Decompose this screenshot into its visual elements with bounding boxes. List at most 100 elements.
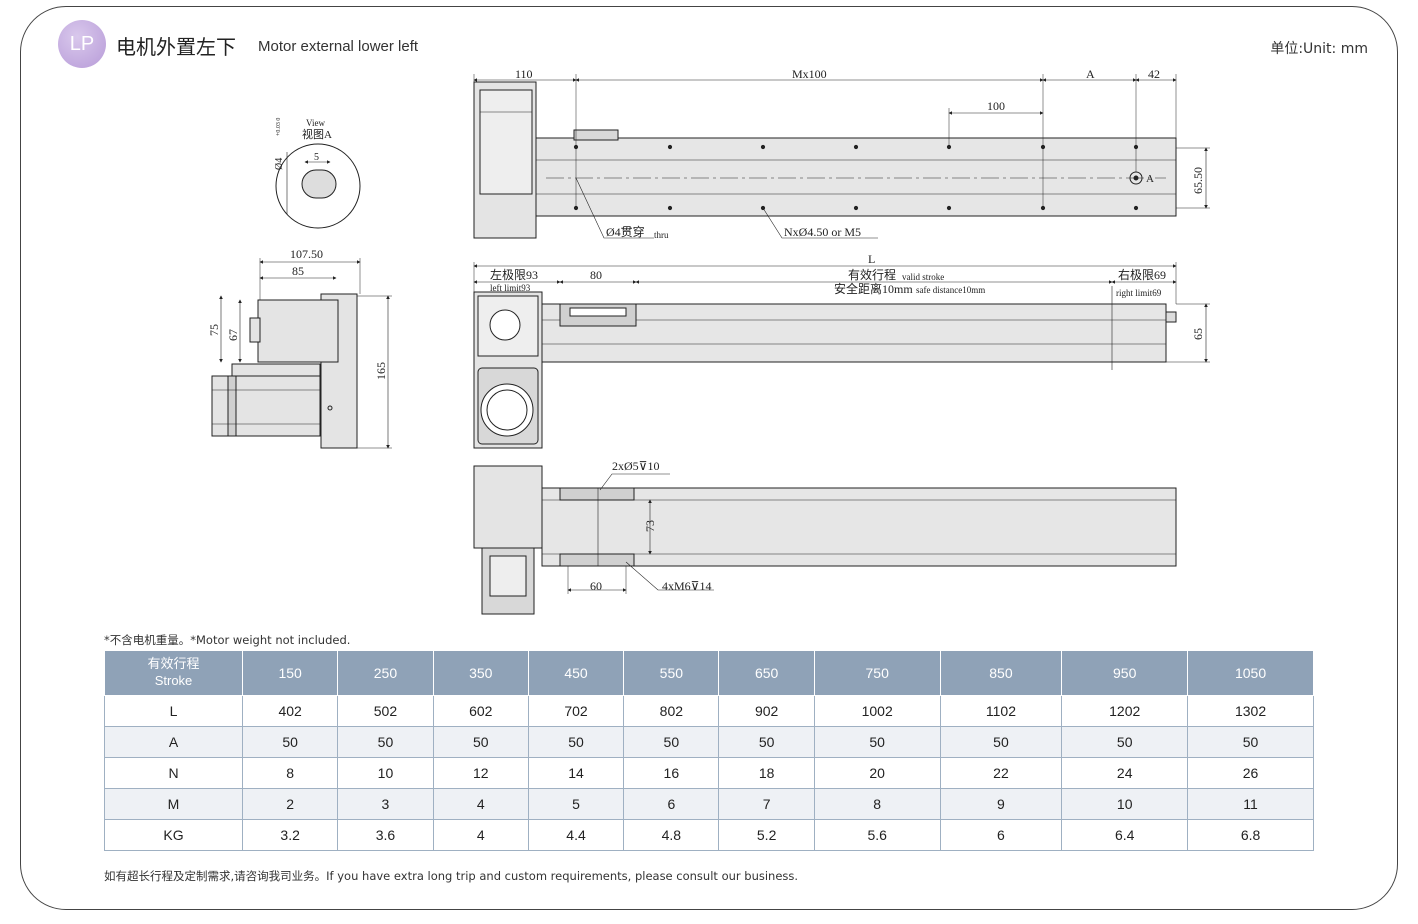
dim-100: 100 xyxy=(987,99,1005,113)
left-limit-en: left limit93 xyxy=(490,283,531,293)
table-cell: 22 xyxy=(939,757,1063,789)
table-cell: 11 xyxy=(1187,788,1314,820)
table-cell: 16 xyxy=(623,757,720,789)
table-cell: 10 xyxy=(337,757,434,789)
table-cell: 8 xyxy=(813,788,941,820)
table-cell: 8 xyxy=(241,757,339,789)
hole-4xm6: 4xM6⊽14 xyxy=(662,579,711,593)
column-header: 850 xyxy=(939,650,1063,696)
table-cell: 50 xyxy=(813,726,941,758)
dim-5: 5 xyxy=(314,152,319,163)
column-header: 450 xyxy=(527,650,625,696)
table-cell: 1202 xyxy=(1061,695,1189,727)
hole-2x: 2xØ5⊽10 xyxy=(612,459,659,473)
table-cell: 18 xyxy=(718,757,815,789)
title-chinese: 电机外置左下 xyxy=(116,35,236,59)
column-header: 150 xyxy=(241,650,339,696)
dim-75: 75 xyxy=(207,324,221,336)
safe-distance-en: safe distance10mm xyxy=(916,285,985,295)
stroke-header: 有效行程 Stroke xyxy=(104,650,243,696)
table-cell: 50 xyxy=(939,726,1063,758)
table-cell: 1102 xyxy=(939,695,1063,727)
column-header: 250 xyxy=(337,650,434,696)
table-cell: 50 xyxy=(337,726,434,758)
table-cell: 702 xyxy=(527,695,625,727)
dim-65: 65 xyxy=(1191,328,1205,340)
dim-a: A xyxy=(1086,67,1095,81)
table-cell: 9 xyxy=(939,788,1063,820)
hole-thru-cn: Ø4贯穿 xyxy=(606,224,645,239)
table-cell: 6 xyxy=(939,819,1063,851)
column-header: 750 xyxy=(813,650,941,696)
spec-table: 有效行程 Stroke 150 250 350 450 550 650 750 … xyxy=(104,650,1314,851)
table-cell: 6 xyxy=(623,788,720,820)
view-label-cn: 视图A xyxy=(302,127,332,141)
table-cell: 50 xyxy=(241,726,339,758)
dim-85: 85 xyxy=(292,264,304,278)
end-view xyxy=(211,258,392,449)
column-header: 550 xyxy=(623,650,720,696)
view-label-en: View xyxy=(306,118,325,128)
table-cell: 50 xyxy=(1187,726,1314,758)
table-cell: 3.2 xyxy=(241,819,339,851)
table-cell: 26 xyxy=(1187,757,1314,789)
column-header: 950 xyxy=(1061,650,1189,696)
hole-thru-en: thru xyxy=(654,230,669,240)
dim-mx100: Mx100 xyxy=(792,67,827,81)
table-cell: 20 xyxy=(813,757,941,789)
dim-80: 80 xyxy=(590,268,602,282)
table-cell: 50 xyxy=(623,726,720,758)
stroke-header-en: Stroke xyxy=(154,673,193,688)
table-cell: 4.8 xyxy=(623,819,720,851)
row-label: L xyxy=(104,695,243,727)
table-cell: 3 xyxy=(337,788,434,820)
custom-request-footer: 如有超长行程及定制需求,请咨询我司业务。If you have extra lo… xyxy=(104,869,799,883)
valid-stroke-en: valid stroke xyxy=(902,272,944,282)
dim-65-50: 65.50 xyxy=(1191,167,1205,194)
dim-110: 110 xyxy=(515,67,533,81)
table-cell: 14 xyxy=(527,757,625,789)
table-cell: 5.2 xyxy=(718,819,815,851)
top-view xyxy=(473,74,1210,239)
dim-42: 42 xyxy=(1148,67,1160,81)
dim-l: L xyxy=(868,252,875,266)
title-english: Motor external lower left xyxy=(258,38,419,55)
valid-stroke-cn: 有效行程 xyxy=(848,267,896,282)
table-cell: 50 xyxy=(527,726,625,758)
table-cell: 50 xyxy=(1061,726,1189,758)
table-cell: 50 xyxy=(718,726,815,758)
table-cell: 5.6 xyxy=(813,819,941,851)
table-cell: 502 xyxy=(337,695,434,727)
dim-dia4: Ø4 xyxy=(274,158,285,170)
dim-107-50: 107.50 xyxy=(290,247,323,261)
table-cell: 402 xyxy=(241,695,339,727)
row-label: M xyxy=(104,788,243,820)
right-limit-cn: 右极限69 xyxy=(1118,267,1166,282)
page-frame xyxy=(20,6,1398,910)
table-cell: 4 xyxy=(432,819,529,851)
motor-weight-note: *不含电机重量。*Motor weight not included. xyxy=(104,633,351,647)
table-cell: 3.6 xyxy=(337,819,434,851)
table-cell: 4 xyxy=(432,788,529,820)
column-header: 650 xyxy=(718,650,815,696)
table-cell: 2 xyxy=(241,788,339,820)
dim-73: 73 xyxy=(643,520,657,532)
dim-165: 165 xyxy=(374,362,388,380)
table-cell: 802 xyxy=(623,695,720,727)
row-label: A xyxy=(104,726,243,758)
right-limit-en: right limit69 xyxy=(1116,288,1162,298)
table-cell: 50 xyxy=(432,726,529,758)
table-cell: 10 xyxy=(1061,788,1189,820)
front-view xyxy=(473,262,1210,449)
mark-a: A xyxy=(1146,173,1154,185)
row-label: KG xyxy=(104,819,243,851)
lp-badge: LP xyxy=(58,20,106,68)
column-header: 350 xyxy=(432,650,529,696)
table-header-row: 有效行程 Stroke 150 250 350 450 550 650 750 … xyxy=(104,650,1314,696)
table-cell: 902 xyxy=(718,695,815,727)
table-cell: 1302 xyxy=(1187,695,1314,727)
